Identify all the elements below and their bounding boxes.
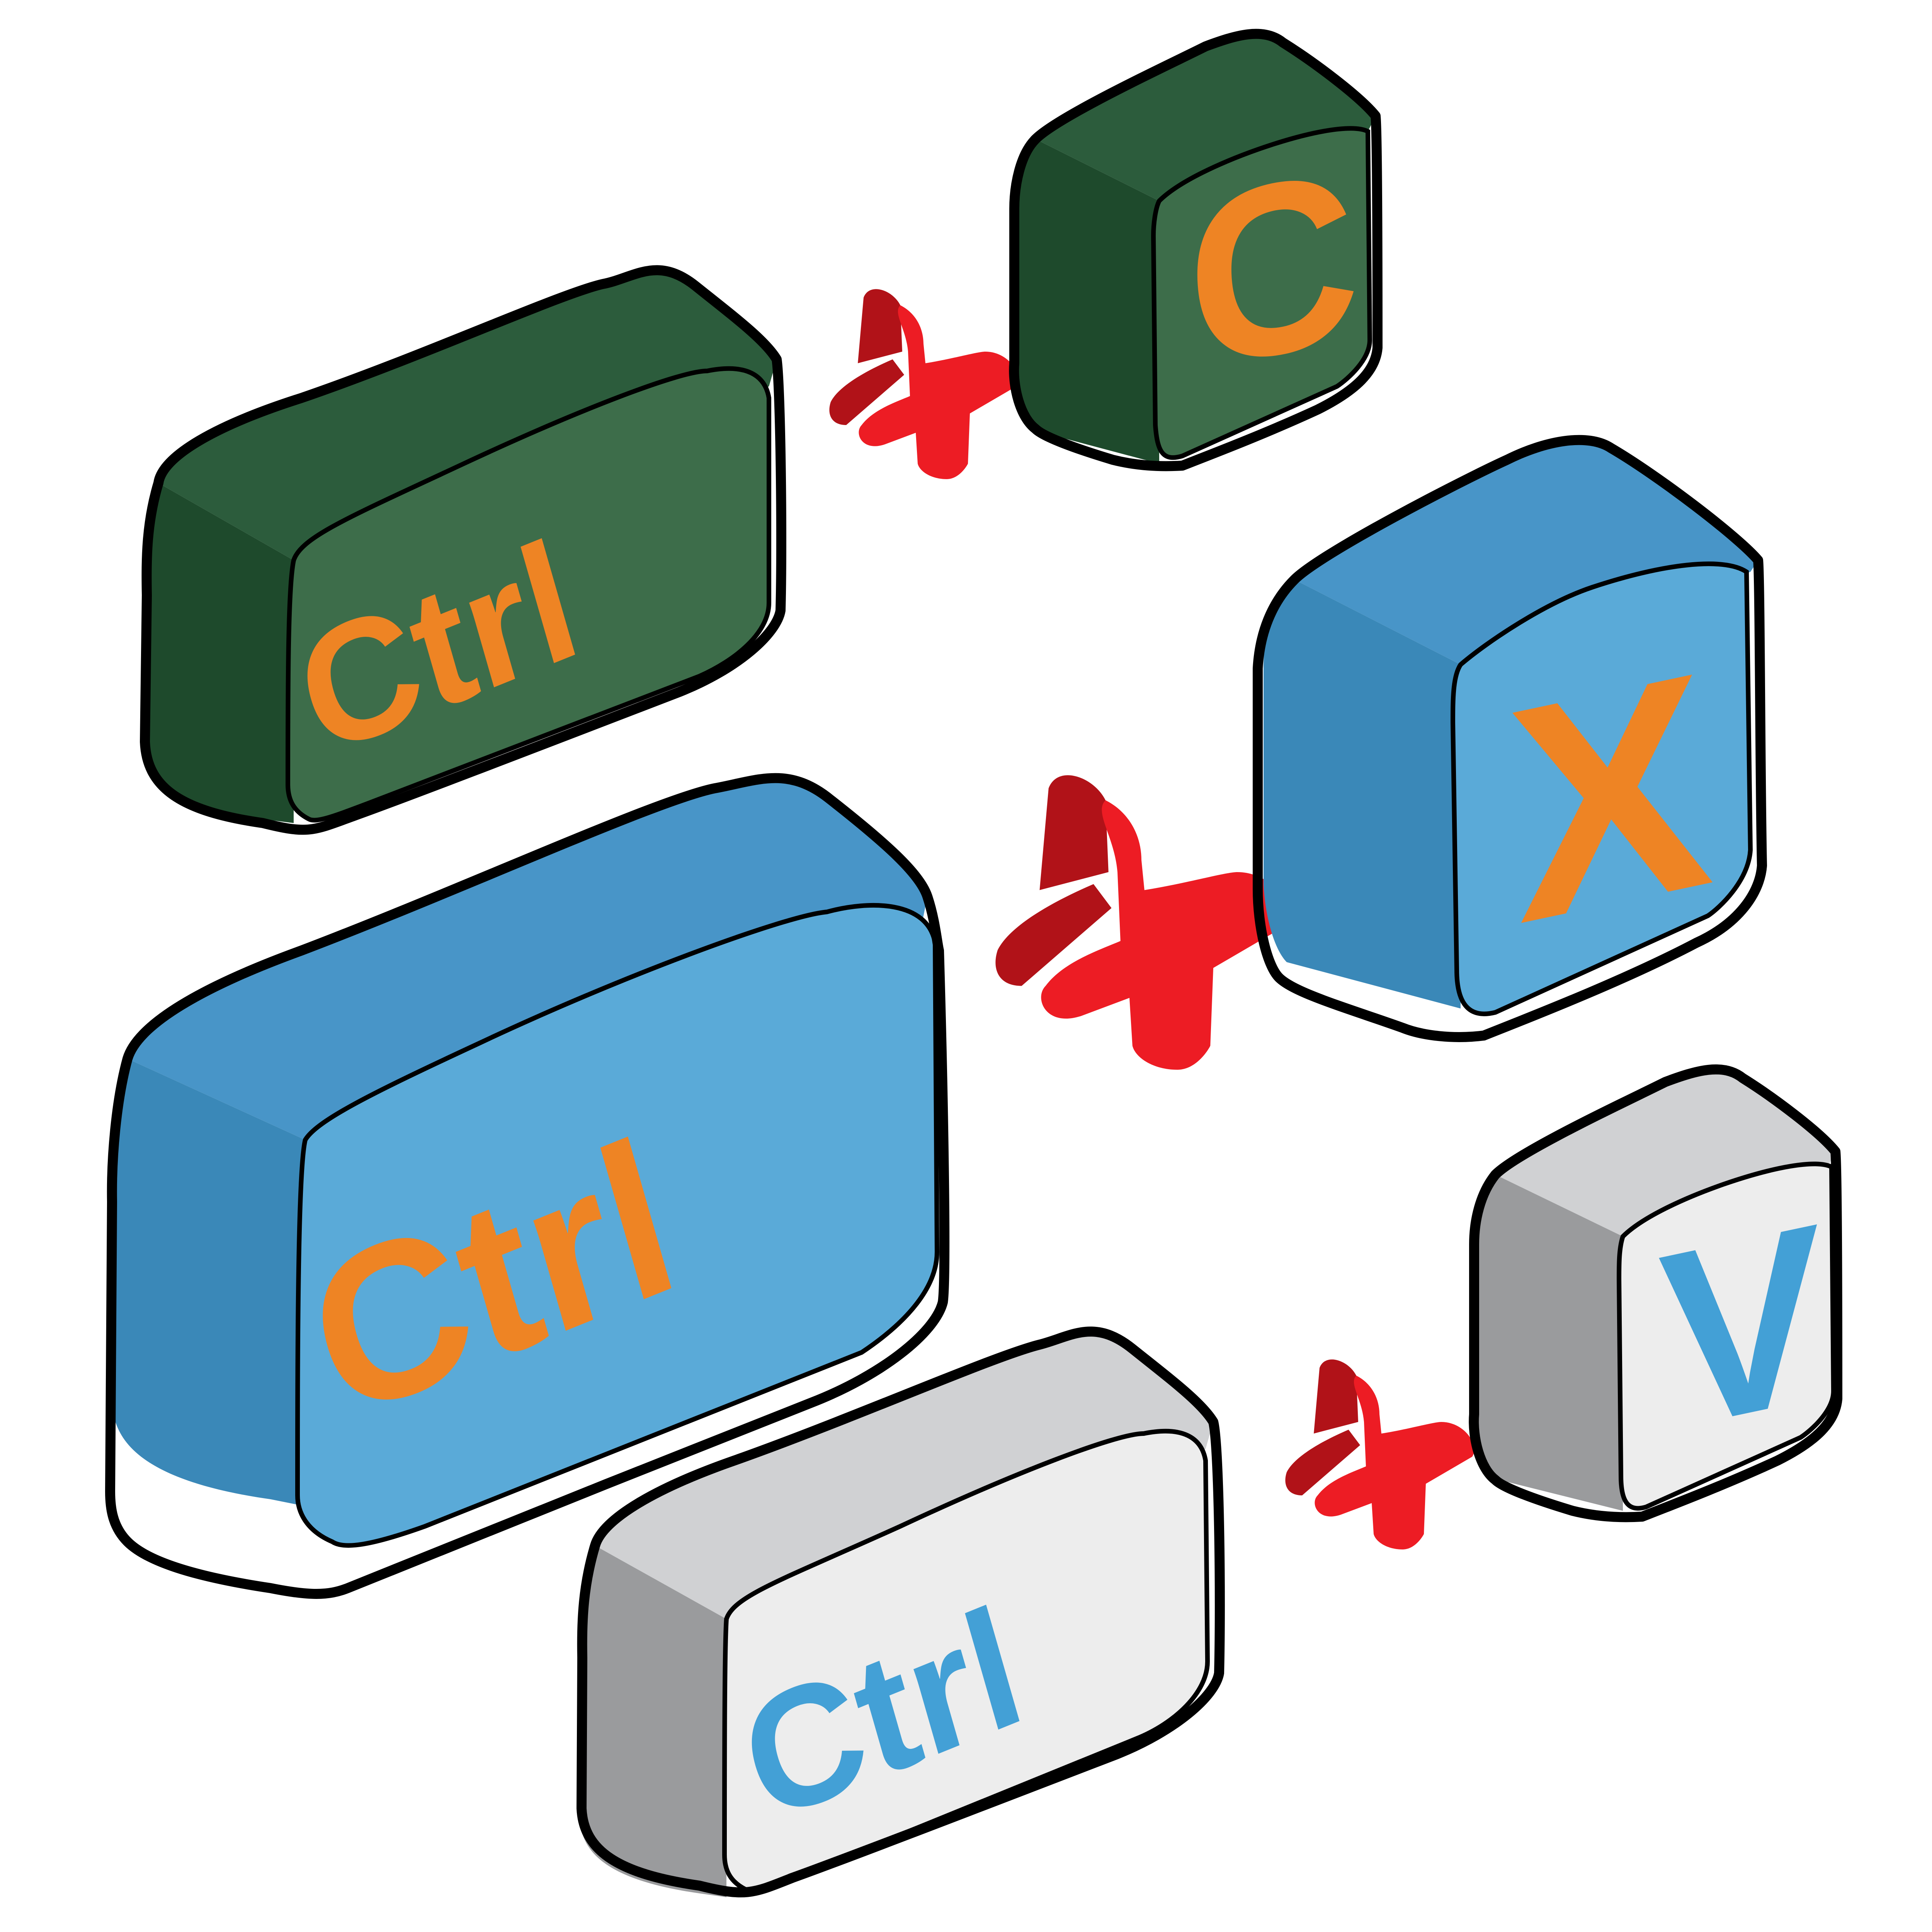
cut-shortcut: Ctrl X [105, 435, 1767, 1599]
plus-icon-paste [1285, 1359, 1475, 1549]
ctrl-key-cut: Ctrl [105, 773, 950, 1599]
x-key: X [1253, 435, 1767, 1042]
c-key: C [1009, 29, 1383, 471]
v-key: V [1469, 1064, 1842, 1522]
c-label: C [1179, 117, 1367, 423]
v-label: V [1653, 1170, 1835, 1483]
ctrl-key-copy: Ctrl [140, 265, 786, 835]
x-label: X [1499, 607, 1721, 988]
copy-shortcut: Ctrl C [140, 29, 1383, 835]
plus-icon-copy [829, 289, 1019, 479]
plus-icon-cut [995, 775, 1289, 1070]
